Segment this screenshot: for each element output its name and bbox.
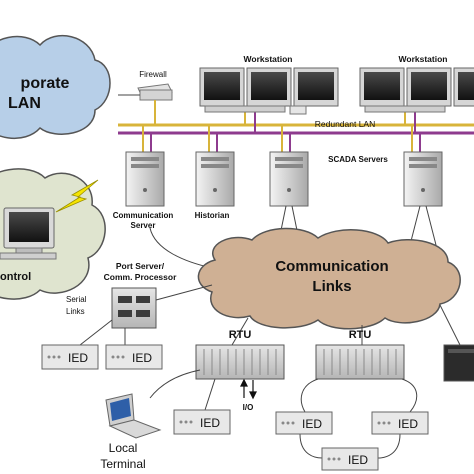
io-arrows-icon <box>240 378 257 400</box>
ied-device: IED <box>41 344 99 370</box>
cropped-device-right <box>443 344 474 382</box>
ied-device: IED <box>275 411 333 435</box>
rtu-left-links <box>149 369 216 411</box>
control-cloud-label: ontrol <box>0 271 31 283</box>
lan-drop-lines <box>142 100 421 152</box>
ied-label: IED <box>132 351 152 365</box>
scada-server-tower-1 <box>269 151 309 207</box>
corporate-lan-cloud: porate LAN <box>0 34 111 139</box>
scada-server-tower-2 <box>403 151 443 207</box>
rtu-right-ring-links <box>299 378 418 459</box>
workstation-right: Workstation <box>359 54 474 113</box>
cloud-to-rtu-links <box>231 304 461 346</box>
serial-link-lines <box>79 319 126 346</box>
communication-links-label-line2: Links <box>312 278 351 295</box>
redundant-lan-bus: Redundant LAN <box>118 119 474 135</box>
serial-links-label-line1: Serial <box>66 295 87 304</box>
workstation-right-label: Workstation <box>399 54 448 64</box>
workstation-left: Workstation <box>199 54 339 115</box>
communication-server-label-line1: Communication <box>113 211 174 220</box>
corporate-lan-label-line2: LAN <box>8 95 41 112</box>
local-terminal-label-line2: Terminal <box>100 457 145 471</box>
port-server-device <box>111 284 213 329</box>
io-label: I/O <box>243 403 254 412</box>
ied-device: IED <box>105 344 163 370</box>
local-terminal-label-line1: Local <box>109 441 138 455</box>
local-terminal-laptop <box>105 393 162 439</box>
historian-server-tower <box>195 151 235 207</box>
rtu-right-device <box>315 344 405 380</box>
ied-label: IED <box>348 453 368 467</box>
firewall-device: Firewall <box>118 70 173 101</box>
communication-server-label-line2: Server <box>131 221 156 230</box>
corporate-lan-label-line1: porate <box>21 75 70 92</box>
ied-device: IED <box>321 447 379 471</box>
port-server-label-line1: Port Server/ <box>116 261 165 271</box>
communication-links-cloud: Communication Links <box>197 227 461 330</box>
ied-label: IED <box>302 417 322 431</box>
ied-label: IED <box>398 417 418 431</box>
wireless-link-icon <box>55 179 99 213</box>
ied-label: IED <box>68 351 88 365</box>
communication-links-label-line1: Communication <box>275 258 388 275</box>
control-workstation-monitor <box>0 207 57 260</box>
firewall-label: Firewall <box>139 70 167 79</box>
historian-label: Historian <box>195 211 230 220</box>
rtu-right-label: RTU <box>349 329 372 341</box>
rtu-left-device <box>195 344 285 380</box>
ied-device: IED <box>371 411 429 435</box>
port-server-label-line2: Comm. Processor <box>104 272 177 282</box>
scada-servers-label: SCADA Servers <box>328 155 388 164</box>
ied-label: IED <box>200 416 220 430</box>
communication-server-tower <box>125 151 165 207</box>
workstation-left-label: Workstation <box>244 54 293 64</box>
rtu-left-label: RTU <box>229 329 252 341</box>
ied-device: IED <box>173 409 231 435</box>
serial-links-label-line2: Links <box>66 307 85 316</box>
redundant-lan-label: Redundant LAN <box>315 119 376 129</box>
